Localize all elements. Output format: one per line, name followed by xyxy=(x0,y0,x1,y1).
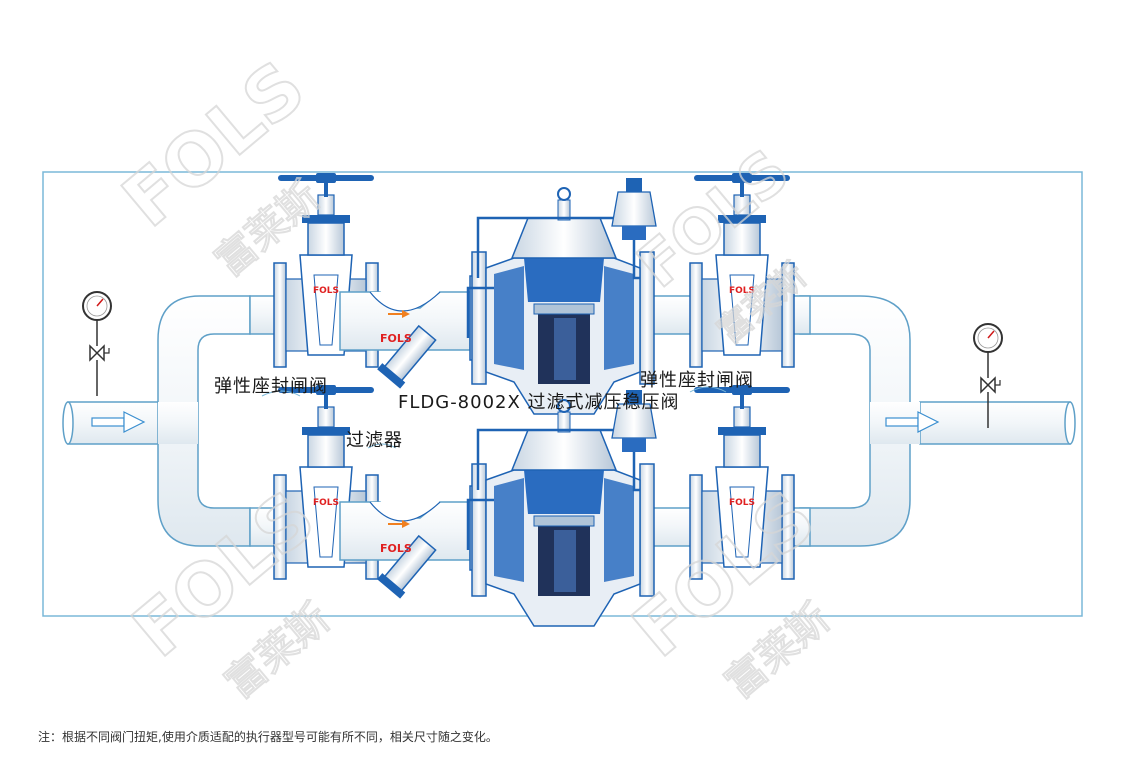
footnote: 注：根据不同阀门扭矩,使用介质适配的执行器型号可能有所不同，相关尺寸随之变化。 xyxy=(38,730,498,744)
upper-pressure-reducing-valve xyxy=(466,176,658,416)
outlet-pipe xyxy=(919,401,1076,445)
lower-pressure-reducing-valve xyxy=(466,388,658,628)
outlet-flow-arrow xyxy=(885,411,940,433)
inlet-pressure-gauge-icon xyxy=(82,291,112,397)
lower-strainer xyxy=(339,485,483,600)
outlet-manifold xyxy=(799,295,911,547)
filter-label: 过滤器 xyxy=(346,430,403,451)
inlet-flow-arrow xyxy=(91,411,146,433)
label-pointers xyxy=(261,386,727,449)
gate-valve-label-right: 弹性座封闸阀 xyxy=(640,370,754,391)
model-title: FLDG-8002X 过滤式减压稳压阀 xyxy=(398,392,680,413)
gate-valve-label-left: 弹性座封闸阀 xyxy=(214,376,328,397)
upper-strainer xyxy=(339,275,483,390)
